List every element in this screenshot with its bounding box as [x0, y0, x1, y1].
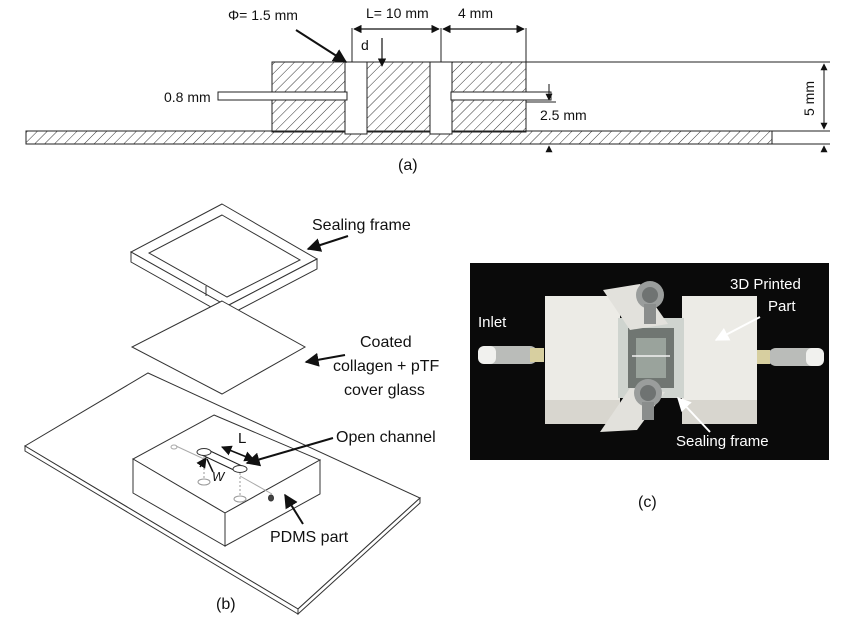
label-cover-glass-3: cover glass: [344, 382, 425, 399]
label-L: L: [238, 430, 246, 447]
dim-depth-label: d: [361, 37, 369, 53]
pdms-block-drawing: [131, 414, 322, 547]
panel-b-annotations: Sealing frame Coated collagen + pTF cove…: [196, 217, 440, 613]
dim-height-label: 5 mm: [801, 81, 817, 116]
label-pdms-part: PDMS part: [270, 529, 349, 546]
label-printed-2: Part: [768, 298, 796, 315]
label-printed-1: 3D Printed: [730, 276, 801, 293]
sealing-frame-drawing: [129, 203, 319, 317]
label-inlet: Inlet: [478, 314, 507, 331]
dim-base-label: 2.5 mm: [540, 107, 587, 123]
dim-tube-label: 0.8 mm: [164, 89, 211, 105]
label-sealing-frame-b: Sealing frame: [312, 217, 411, 234]
left-tube: [217, 91, 348, 101]
right-tube: [450, 91, 552, 101]
label-cover-glass-1: Coated: [360, 334, 412, 351]
caption-a: (a): [398, 157, 418, 174]
caption-b: (b): [216, 596, 236, 613]
label-w: W: [212, 469, 226, 484]
cover-glass-drawing: [130, 300, 307, 395]
panel-b-exploded-view: [24, 203, 421, 616]
panel-c-photo: Inlet 3D Printed Part Sealing frame (c): [470, 263, 829, 511]
panel-a-cross-section: L= 10 mm 4 mm Φ= 1.5 mm d 0.8 mm 2.5 mm …: [25, 5, 830, 174]
base-plate: [25, 130, 773, 145]
right-well: [429, 61, 453, 135]
label-cover-glass-2: collagen + pTF: [333, 358, 440, 375]
label-open-channel: Open channel: [336, 429, 436, 446]
label-sealing-frame-c: Sealing frame: [676, 433, 769, 450]
dim-length-label: L= 10 mm: [366, 5, 429, 21]
dim-diameter-label: Φ= 1.5 mm: [228, 7, 298, 23]
left-well: [344, 61, 368, 135]
caption-c: (c): [638, 494, 657, 511]
dim-gap-label: 4 mm: [458, 5, 493, 21]
